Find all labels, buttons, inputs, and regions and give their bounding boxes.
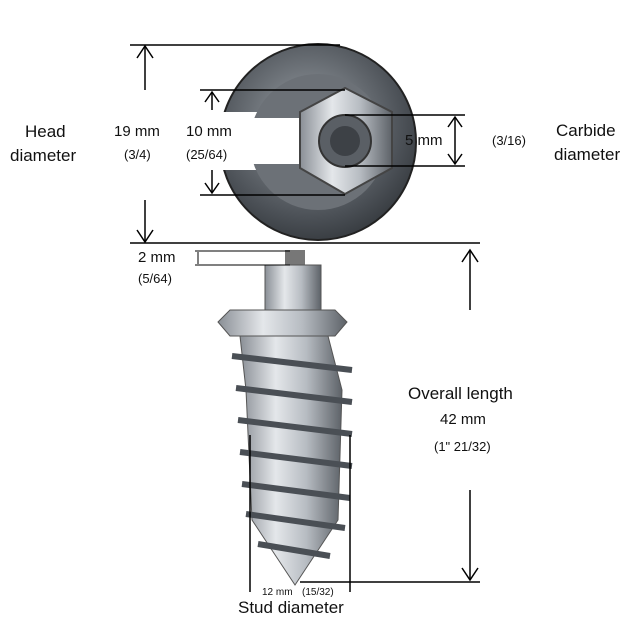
head-label: Head (25, 122, 66, 141)
head-inch: (3/4) (124, 147, 151, 162)
overall-inch: (1" 21/32) (434, 439, 491, 454)
stud-inch: (15/32) (302, 587, 334, 598)
head-mm: 19 mm (114, 123, 160, 140)
flange-mm: 2 mm (138, 249, 176, 266)
carbide-inch: (3/16) (492, 133, 526, 148)
carbide-label-2: diameter (554, 145, 621, 164)
overall-mm: 42 mm (440, 411, 486, 428)
head-label-2: diameter (10, 146, 77, 165)
overall-label: Overall length (408, 384, 513, 403)
flange-inch: (5/64) (138, 271, 172, 286)
hex-mm: 10 mm (186, 123, 232, 140)
head-top-view (215, 43, 417, 241)
carbide-mm: 5 mm (405, 132, 443, 149)
stud-label: Stud diameter (238, 598, 344, 617)
stud-side-view (217, 250, 353, 586)
hex-inch: (25/64) (186, 147, 228, 162)
stud-mm: 12 mm (262, 587, 293, 598)
dimension-lines (130, 44, 480, 592)
carbide-label: Carbide (556, 121, 616, 140)
